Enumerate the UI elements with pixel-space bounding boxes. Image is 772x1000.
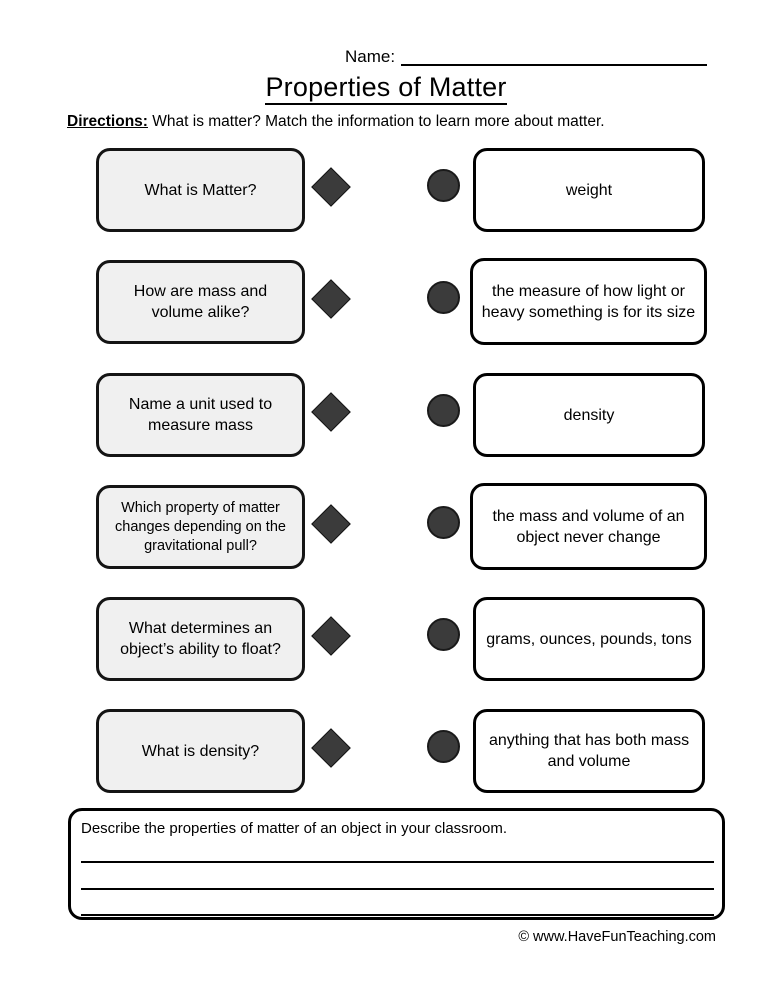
writing-line-3[interactable] bbox=[81, 914, 714, 916]
footer-credit: © www.HaveFunTeaching.com bbox=[518, 929, 716, 945]
diamond-marker-4[interactable] bbox=[311, 504, 351, 544]
answer-box-3[interactable]: density bbox=[473, 373, 705, 457]
answer-text: the mass and volume of an object never c… bbox=[492, 507, 685, 546]
match-row: Which property of matter changes dependi… bbox=[0, 483, 772, 570]
name-input-blank[interactable] bbox=[401, 48, 707, 66]
question-text: Name a unit used to measure mass bbox=[128, 396, 273, 434]
question-box-5[interactable]: What determines an object’s ability to f… bbox=[96, 597, 305, 681]
response-box[interactable]: Describe the properties of matter of an … bbox=[68, 808, 725, 920]
question-box-2[interactable]: How are mass and volume alike? bbox=[96, 260, 305, 344]
answer-text: density bbox=[563, 406, 615, 424]
question-text: How are mass and volume alike? bbox=[133, 283, 268, 321]
answer-text: weight bbox=[565, 181, 613, 199]
writing-line-1[interactable] bbox=[81, 861, 714, 863]
match-row: Name a unit used to measure mass density bbox=[0, 373, 772, 457]
question-text: What determines an object’s ability to f… bbox=[120, 620, 281, 658]
circle-marker-2[interactable] bbox=[427, 281, 460, 314]
writing-line-2[interactable] bbox=[81, 888, 714, 890]
diamond-marker-3[interactable] bbox=[311, 392, 351, 432]
page-title: Properties of Matter bbox=[0, 72, 772, 105]
circle-marker-5[interactable] bbox=[427, 618, 460, 651]
name-label: Name: bbox=[345, 47, 396, 66]
circle-marker-4[interactable] bbox=[427, 506, 460, 539]
circle-marker-6[interactable] bbox=[427, 730, 460, 763]
answer-text: anything that has both mass and volume bbox=[488, 732, 690, 770]
diamond-marker-1[interactable] bbox=[311, 167, 351, 207]
answer-text: the measure of how light or heavy someth… bbox=[481, 282, 696, 321]
match-row: What is density? anything that has both … bbox=[0, 709, 772, 793]
match-row: What determines an object’s ability to f… bbox=[0, 597, 772, 681]
diamond-marker-2[interactable] bbox=[311, 279, 351, 319]
circle-marker-3[interactable] bbox=[427, 394, 460, 427]
name-field-row: Name: bbox=[345, 42, 707, 66]
question-text: What is density? bbox=[141, 742, 260, 760]
answer-box-2[interactable]: the measure of how light or heavy someth… bbox=[470, 258, 707, 345]
diamond-marker-5[interactable] bbox=[311, 616, 351, 656]
answer-box-5[interactable]: grams, ounces, pounds, tons bbox=[473, 597, 705, 681]
answer-box-4[interactable]: the mass and volume of an object never c… bbox=[470, 483, 707, 570]
directions: Directions: What is matter? Match the in… bbox=[67, 112, 605, 131]
question-box-6[interactable]: What is density? bbox=[96, 709, 305, 793]
directions-text: What is matter? Match the information to… bbox=[152, 113, 605, 130]
page-title-text: Properties of Matter bbox=[265, 72, 507, 105]
answer-box-6[interactable]: anything that has both mass and volume bbox=[473, 709, 705, 793]
match-row: What is Matter? weight bbox=[0, 148, 772, 232]
question-box-4[interactable]: Which property of matter changes dependi… bbox=[96, 485, 305, 569]
circle-marker-1[interactable] bbox=[427, 169, 460, 202]
question-box-1[interactable]: What is Matter? bbox=[96, 148, 305, 232]
match-row: How are mass and volume alike? the measu… bbox=[0, 258, 772, 345]
response-prompt: Describe the properties of matter of an … bbox=[81, 820, 508, 837]
answer-text: grams, ounces, pounds, tons bbox=[486, 630, 692, 648]
diamond-marker-6[interactable] bbox=[311, 728, 351, 768]
question-box-3[interactable]: Name a unit used to measure mass bbox=[96, 373, 305, 457]
question-text: Which property of matter changes dependi… bbox=[115, 499, 286, 554]
answer-box-1[interactable]: weight bbox=[473, 148, 705, 232]
directions-label: Directions: bbox=[67, 113, 148, 130]
question-text: What is Matter? bbox=[144, 181, 257, 199]
